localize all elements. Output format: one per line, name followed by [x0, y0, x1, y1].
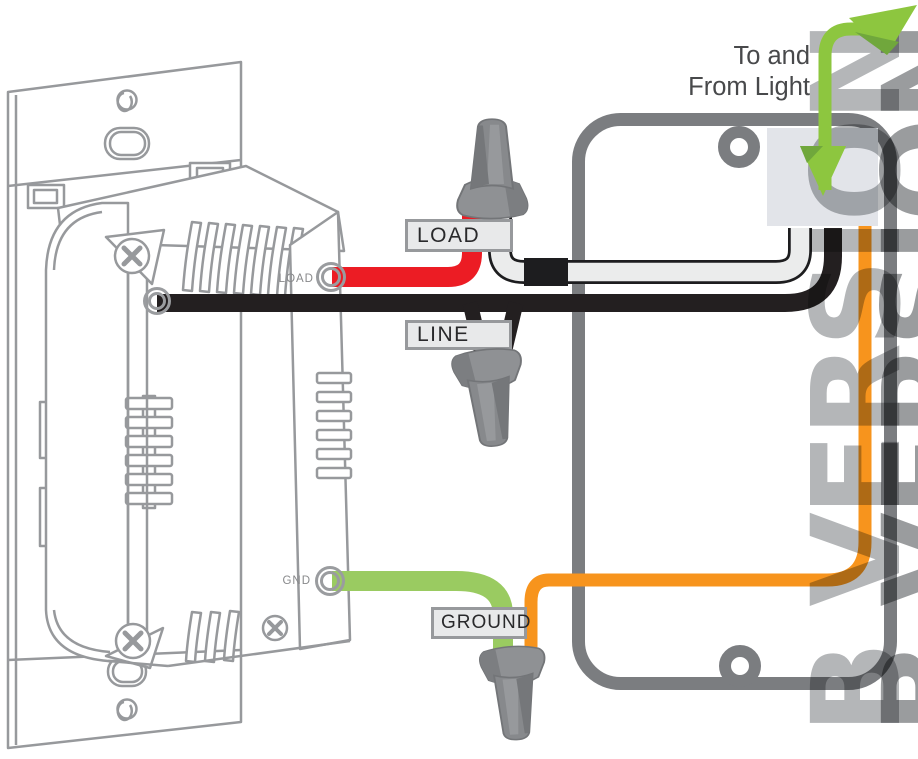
wire-label-load: LOAD	[405, 219, 513, 252]
wire-label-line: LINE	[405, 320, 512, 350]
traveler-wire-orange	[524, 226, 872, 652]
electrical-box	[572, 113, 897, 690]
heatsink-fins-right	[315, 371, 353, 480]
line-wire-black	[157, 228, 842, 312]
heatsink-fins-bottom	[184, 609, 241, 664]
terminal-label-load: LOAD	[278, 273, 314, 285]
switch-front-face	[44, 201, 130, 663]
watermark-text-echo: B VERSION	[857, 23, 918, 734]
annotation-line2: From Light	[688, 73, 810, 101]
neutral-wire-tape-marker	[524, 258, 568, 286]
load-wire-red	[332, 206, 482, 287]
body-screw-small	[261, 614, 289, 642]
to-from-light-annotation: To and From Light	[600, 41, 810, 103]
line-terminal-hole	[143, 287, 171, 315]
terminal-label-gnd: GND	[282, 575, 311, 587]
wire-label-load-text: LOAD	[417, 223, 481, 247]
smart-switch-drawing	[6, 60, 353, 750]
annotation-line1: To and	[733, 42, 810, 70]
box-screw-hole-top	[718, 126, 760, 168]
wire-label-line-text: LINE	[417, 323, 470, 346]
wire-label-ground-text: GROUND	[441, 612, 532, 633]
gnd-terminal-hole	[315, 566, 345, 596]
wire-label-ground: GROUND	[431, 607, 530, 639]
load-terminal-hole	[316, 262, 346, 292]
box-screw-hole-bottom	[719, 645, 761, 687]
terminal-holes	[143, 262, 346, 596]
yoke-screw-top	[104, 228, 166, 286]
neutral-wire-white	[490, 210, 810, 282]
